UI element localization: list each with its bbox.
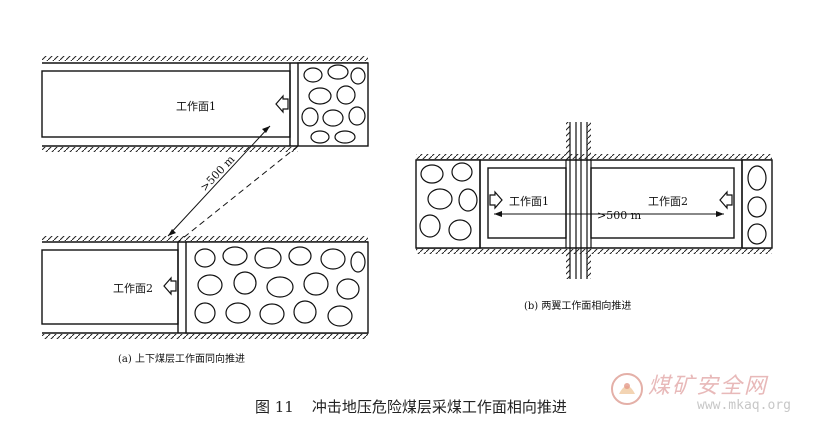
roof-hatch — [416, 154, 772, 159]
advance-arrow-icon — [275, 94, 289, 114]
figure-caption: 图 11 冲击地压危险煤层采煤工作面相向推进 — [255, 396, 567, 417]
face2-roadway — [590, 167, 735, 239]
floor-hatch — [42, 147, 298, 152]
diagram-b: >500 m 工作面1 工作面2 (b) 两翼工作面相向推进 — [415, 122, 773, 312]
site-logo-icon — [611, 373, 643, 405]
figure-title: 冲击地压危险煤层采煤工作面相向推进 — [311, 398, 567, 416]
face2-label: 工作面2 — [648, 195, 688, 208]
rubble-stones — [747, 165, 767, 245]
distance-dimension: >500 m — [167, 125, 299, 243]
upper-seam: 工作面1 — [41, 56, 369, 152]
watermark-url: www.mkaq.org — [697, 398, 791, 413]
caption-b: (b) 两翼工作面相向推进 — [524, 299, 631, 312]
lower-seam: 工作面2 — [41, 236, 369, 339]
vertical-roadway — [566, 122, 591, 279]
roof-hatch — [42, 56, 368, 61]
advance-arrow-icon — [489, 190, 503, 210]
face1-label: 工作面1 — [509, 195, 549, 208]
goaf-rubble-upper — [297, 62, 369, 147]
floor-hatch — [42, 334, 368, 339]
distance-dimension: >500 m — [494, 209, 724, 222]
watermark: 煤矿安全网 www.mkaq.org — [602, 368, 807, 418]
distance-label: >500 m — [198, 152, 238, 194]
face1-roadway — [41, 70, 291, 138]
goaf-rubble-right — [741, 159, 773, 249]
caption-a: (a) 上下煤层工作面同向推进 — [118, 352, 245, 365]
figure-number: 图 11 — [255, 398, 294, 416]
rubble-stones — [194, 246, 366, 327]
floor-hatch — [416, 249, 772, 254]
watermark-site-name: 煤矿安全网 — [648, 374, 769, 399]
face1-roadway — [487, 167, 567, 239]
goaf-rubble-left — [415, 159, 481, 249]
roof-hatch — [42, 236, 368, 241]
face2-label: 工作面2 — [113, 282, 153, 295]
advance-arrow-icon — [163, 276, 177, 296]
distance-label: >500 m — [597, 209, 642, 222]
rubble-stones — [301, 64, 366, 144]
advance-arrow-icon — [719, 190, 733, 210]
face1-label: 工作面1 — [176, 100, 216, 113]
diagram-a: 工作面1 工作面2 — [41, 56, 369, 365]
face2-roadway — [41, 249, 179, 325]
rubble-stones — [419, 162, 478, 241]
